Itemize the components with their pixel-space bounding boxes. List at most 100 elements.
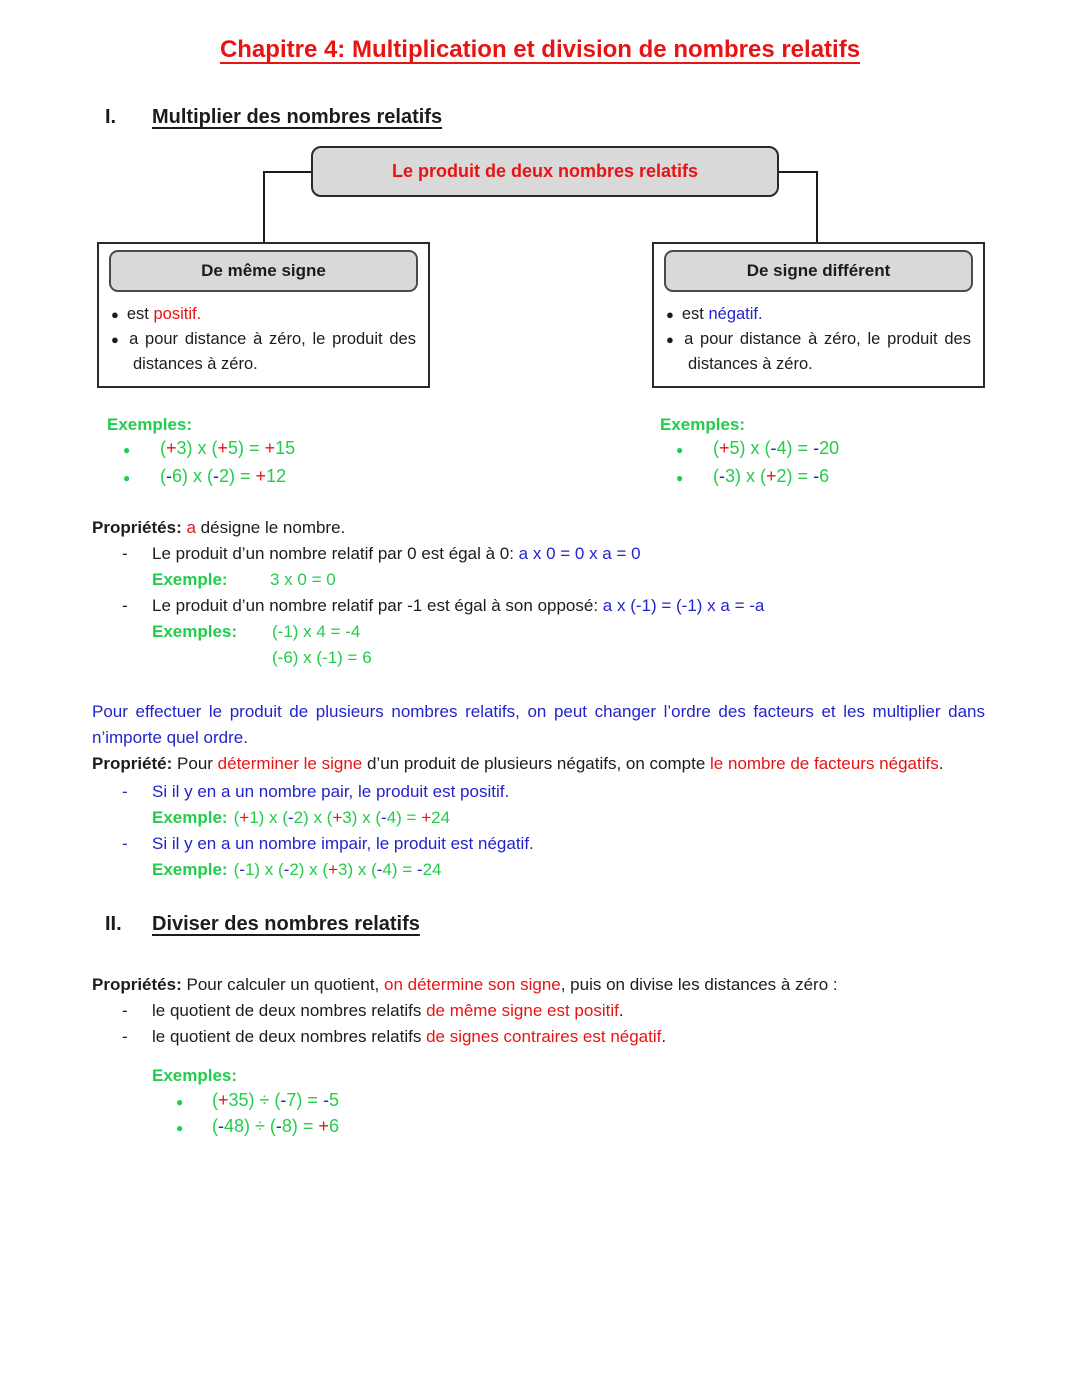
text-segment: 1) x ( <box>249 808 288 827</box>
text-segment: + <box>719 438 730 458</box>
section-1-heading: I. Multiplier des nombres relatifs <box>0 106 1080 129</box>
properties-division: Propriétés: Pour calculer un quotient, o… <box>92 972 985 1050</box>
same-sign-bullet-2: ●a pour distance à zéro, le produit des … <box>111 327 416 377</box>
text-segment: - <box>239 860 245 879</box>
example-label: Exemple: <box>152 860 228 879</box>
text-segment: 6 <box>328 1116 339 1136</box>
connector-line-left <box>263 171 311 242</box>
section-1-title: Multiplier des nombres relatifs <box>152 106 443 128</box>
rule-paragraph-order: Pour effectuer le produit de plusieurs n… <box>92 699 985 751</box>
same-sign-panel: De même signe ●est positif. ●a pour dist… <box>97 242 430 388</box>
text-segment: ( <box>713 438 719 458</box>
bullet-dot-icon: ● <box>111 307 119 322</box>
example-label: Exemples: <box>152 622 238 641</box>
text-segment: - <box>218 1116 224 1136</box>
text-segment: positif. <box>153 305 202 323</box>
text-segment: Pour calculer un quotient, <box>186 975 384 994</box>
text-segment: 3) x ( <box>338 860 377 879</box>
examples-label: Exemples: <box>152 1066 238 1085</box>
text-segment: Pour effectuer le produit de plusieurs n… <box>92 702 985 747</box>
text-segment: - <box>770 438 777 458</box>
text-segment: Si il y en a un nombre pair, le produit … <box>152 782 510 801</box>
text-segment: ( <box>233 860 240 879</box>
bullet-dot-icon: ● <box>676 471 684 485</box>
example-equation: ●(+35) ÷ (-7) = -5 <box>152 1088 1080 1114</box>
text-segment: 48) ÷ ( <box>224 1116 276 1136</box>
dash-bullet: - <box>122 834 128 853</box>
property-sign-paragraph: Propriété: Pour déterminer le signe d’un… <box>92 751 985 777</box>
text-segment: le quotient de deux nombres relatifs <box>152 1001 427 1020</box>
text-segment: 5 <box>328 1090 339 1110</box>
section-2-title: Diviser des nombres relatifs <box>152 913 420 935</box>
text-segment: - <box>213 466 220 486</box>
dash-bullet: - <box>122 782 128 801</box>
property-text: Le produit d’un nombre relatif par 0 est… <box>152 541 641 567</box>
text-segment: 3) x ( <box>725 466 767 486</box>
text-segment: - <box>813 438 820 458</box>
text-segment: a <box>186 518 196 537</box>
text-segment: Le produit d’un nombre relatif par 0 est… <box>152 544 519 563</box>
quotient-rule-same: - le quotient de deux nombres relatifs d… <box>92 998 985 1024</box>
text-segment: 20 <box>819 438 840 458</box>
text-segment: d’un produit de plusieurs négatifs, on c… <box>362 754 711 773</box>
dash-bullet: - <box>122 1001 128 1020</box>
example-line: Exemple:(+1) x (-2) x (+3) x (-4) = +24 <box>152 805 985 831</box>
text-segment: Propriété: <box>92 754 178 773</box>
diff-sign-header: De signe différent <box>664 250 973 292</box>
case-odd: - Si il y en a un nombre impair, le prod… <box>92 831 985 857</box>
bullet-dot-icon: ● <box>666 332 677 347</box>
example-line: Exemple:3 x 0 = 0 <box>152 567 985 593</box>
text-segment: 4) = <box>776 438 814 458</box>
examples-same-sign: Exemples: ●(+3) x (+5) = +15 ●(-6) x (-2… <box>107 415 295 491</box>
text-segment: 2) = <box>219 466 256 486</box>
text-segment: 5) x ( <box>729 438 771 458</box>
property-text: Le produit d’un nombre relatif par -1 es… <box>152 593 764 619</box>
case-text: Si il y en a un nombre pair, le produit … <box>152 779 509 805</box>
properties-intro: Propriétés: Pour calculer un quotient, o… <box>92 972 985 998</box>
text-segment: . <box>938 754 944 773</box>
text-segment: - <box>287 808 294 827</box>
text-segment: 2) = <box>776 466 814 486</box>
property-item: - Le produit d’un nombre relatif par -1 … <box>92 593 985 619</box>
bullet-text: a pour distance à zéro, le produit des d… <box>684 330 971 373</box>
text-segment: + <box>166 438 177 458</box>
product-sign-diagram: Le produit de deux nombres relatifs De m… <box>0 146 1080 388</box>
text-segment: - <box>719 466 725 486</box>
dash-bullet: - <box>122 1027 128 1046</box>
example-line: Exemple:(-1) x (-2) x (+3) x (-4) = -24 <box>152 857 985 883</box>
quotient-rule-diff: - le quotient de deux nombres relatifs d… <box>92 1024 985 1050</box>
bullet-text: a pour distance à zéro, le produit des d… <box>129 330 416 373</box>
example-equation: ●(-6) x (-2) = +12 <box>107 463 295 491</box>
text-segment: 24 <box>422 860 442 879</box>
text-segment: 8) = <box>281 1116 319 1136</box>
example-line: Exemples:(-1) x 4 = -4 <box>152 619 985 645</box>
equation-text: (+35) ÷ (-7) = -5 <box>212 1088 339 1112</box>
case-text: Si il y en a un nombre impair, le produi… <box>152 831 534 857</box>
text-segment: - <box>283 860 290 879</box>
text-segment: - <box>275 1116 282 1136</box>
text-segment: déterminer le signe <box>217 754 363 773</box>
text-segment: 1) x ( <box>244 860 284 879</box>
equation-text: (-48) ÷ (-8) = +6 <box>212 1114 339 1138</box>
text-segment: Si il y en a un nombre impair, le produi… <box>152 834 534 853</box>
text-segment: Pour <box>177 754 218 773</box>
connector-line-right <box>779 171 818 242</box>
text-segment: de signes contraires est négatif <box>426 1027 662 1046</box>
text-segment: + <box>264 438 276 458</box>
text-segment: Propriétés: <box>92 975 187 994</box>
example-equation: ●(-3) x (+2) = -6 <box>660 463 839 491</box>
text-segment: - <box>166 466 172 486</box>
text-segment: a pour distance à zéro, le produit des d… <box>129 330 416 373</box>
examples-label: Exemples: <box>660 415 746 434</box>
text-segment: 3) x ( <box>342 808 382 827</box>
example-label: Exemple: <box>152 570 228 589</box>
bullet-dot-icon: ● <box>676 443 684 457</box>
diff-sign-panel: De signe différent ●est négatif. ●a pour… <box>652 242 985 388</box>
text-segment: 12 <box>266 466 287 486</box>
text-segment: on détermine son signe <box>384 975 561 994</box>
text-segment: ( <box>160 466 166 486</box>
equation-text: (+1) x (-2) x (+3) x (-4) = +24 <box>234 808 450 827</box>
text-segment: Le produit d’un nombre relatif par -1 es… <box>152 596 603 615</box>
text-segment: est <box>681 305 709 323</box>
